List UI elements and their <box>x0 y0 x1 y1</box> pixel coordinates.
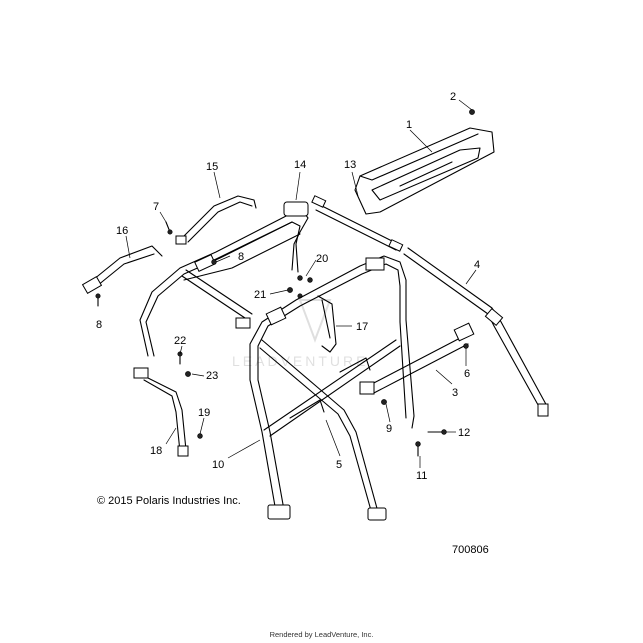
part-9-bolt[interactable] <box>381 399 387 405</box>
part-6-bolt[interactable] <box>463 343 469 349</box>
callout-13[interactable]: 13 <box>344 159 356 171</box>
part-13-upper-tube[interactable] <box>311 195 404 252</box>
callout-2[interactable]: 2 <box>450 91 456 103</box>
watermark-logo: LEADVENTURE <box>232 299 368 369</box>
rendered-by-footer: Rendered by LeadVenture, Inc. <box>269 630 374 639</box>
callout-8-left[interactable]: 8 <box>96 319 102 331</box>
callout-10[interactable]: 10 <box>212 459 224 471</box>
callout-22[interactable]: 22 <box>174 335 186 347</box>
callout-12[interactable]: 12 <box>458 427 470 439</box>
callout-5[interactable]: 5 <box>336 459 342 471</box>
callout-6[interactable]: 6 <box>464 368 470 380</box>
callout-17[interactable]: 17 <box>356 321 368 333</box>
part-17-bracket[interactable] <box>317 295 337 353</box>
part-16-lower-brace[interactable] <box>81 245 163 295</box>
part-3-cross-tube[interactable] <box>359 322 475 395</box>
part-15-upper-brace[interactable] <box>175 195 257 245</box>
callout-11[interactable]: 11 <box>416 470 427 482</box>
part-8-bolt-left[interactable] <box>95 293 101 307</box>
part-10-front-hoop[interactable] <box>249 255 415 520</box>
callout-8-upper[interactable]: 8 <box>238 251 244 263</box>
callout-3[interactable]: 3 <box>452 387 458 399</box>
callout-7[interactable]: 7 <box>153 201 159 213</box>
callout-19[interactable]: 19 <box>198 407 210 419</box>
callout-23[interactable]: 23 <box>206 370 218 382</box>
drawing-number: 700806 <box>452 544 489 556</box>
part-19-bolt[interactable] <box>197 433 203 439</box>
callout-14[interactable]: 14 <box>294 159 306 171</box>
callout-16[interactable]: 16 <box>116 225 128 237</box>
part-11-bolt[interactable] <box>415 441 421 457</box>
part-23-washer[interactable] <box>185 371 191 377</box>
callout-9[interactable]: 9 <box>386 423 392 435</box>
part-5-front-tube[interactable] <box>259 339 387 521</box>
part-18-support-strut[interactable] <box>133 367 189 457</box>
leader-lines <box>125 99 477 468</box>
part-20-bolt[interactable] <box>297 275 313 283</box>
part-4-side-tube[interactable] <box>403 247 549 417</box>
callout-15[interactable]: 15 <box>206 161 218 173</box>
svg-text:LEADVENTURE: LEADVENTURE <box>232 353 368 369</box>
part-14-rear-hoop[interactable] <box>139 201 309 357</box>
copyright-notice: © 2015 Polaris Industries Inc. <box>97 495 241 507</box>
part-12-bolt[interactable] <box>427 429 447 435</box>
callout-labels: 1 2 3 4 5 6 7 8 8 9 10 11 12 13 14 15 16… <box>96 91 480 482</box>
callout-18[interactable]: 18 <box>150 445 162 457</box>
floor-cross-member[interactable] <box>263 339 401 437</box>
callout-1[interactable]: 1 <box>406 119 412 131</box>
part-7-bolt[interactable] <box>165 221 173 235</box>
part-2-screw[interactable] <box>469 109 475 115</box>
callout-20[interactable]: 20 <box>316 253 328 265</box>
part-21-nut[interactable] <box>287 287 303 299</box>
part-8-bolt-upper[interactable] <box>211 259 217 265</box>
callout-21[interactable]: 21 <box>254 289 266 301</box>
callout-4[interactable]: 4 <box>474 259 480 271</box>
part-1-roof-panel[interactable] <box>354 127 495 215</box>
